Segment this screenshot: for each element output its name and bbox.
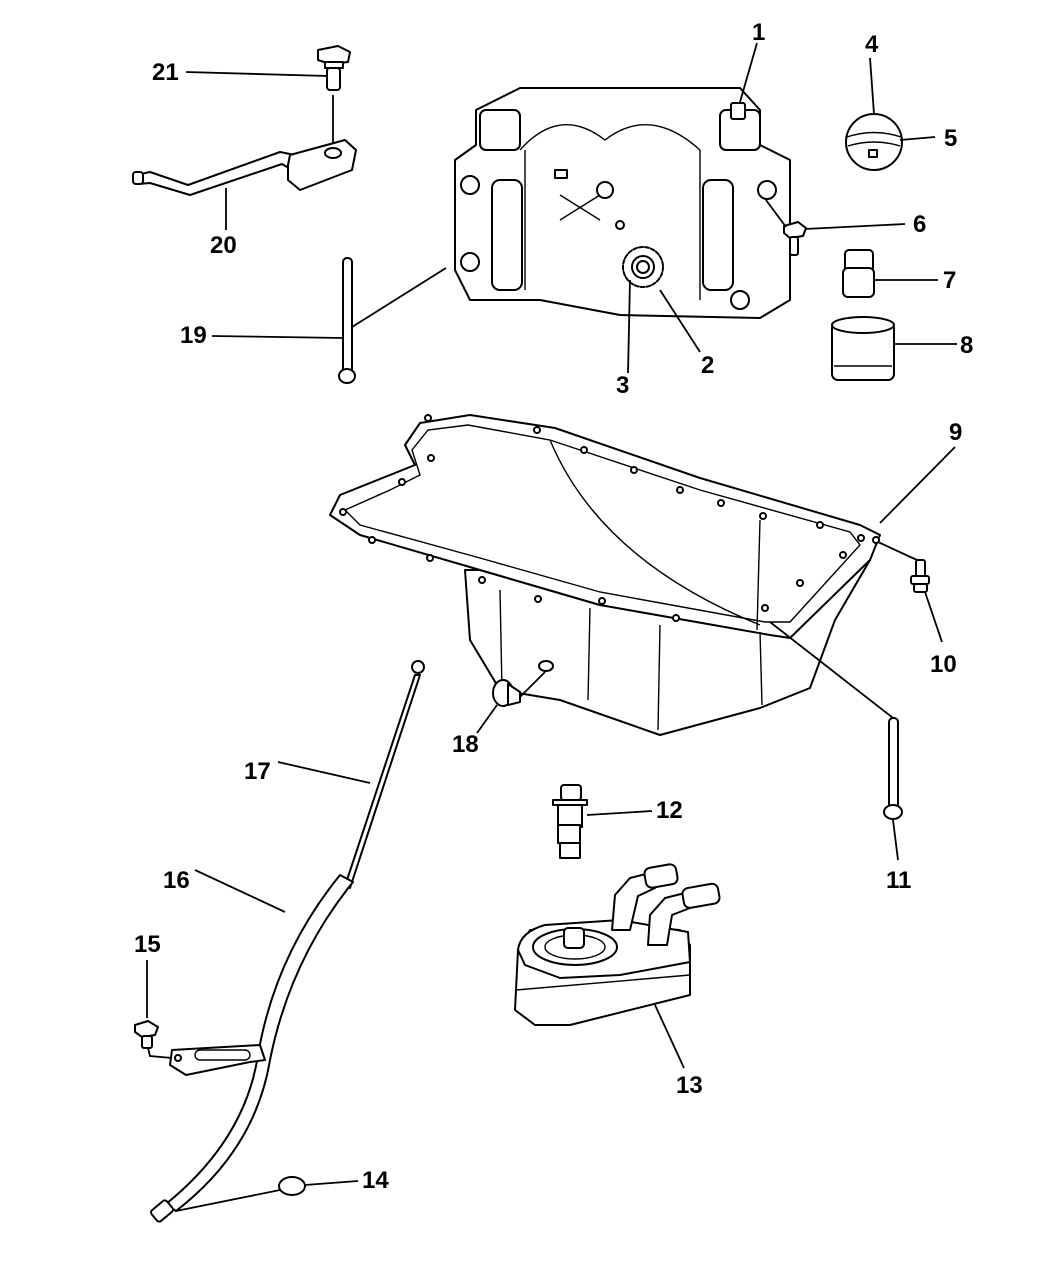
callout-5[interactable]: 5	[944, 125, 957, 152]
callout-16[interactable]: 16	[163, 867, 190, 894]
oil-cooler-connector[interactable]	[552, 784, 588, 859]
callout-15[interactable]: 15	[134, 931, 161, 958]
callout-1[interactable]: 1	[752, 19, 765, 46]
callout-14[interactable]: 14	[362, 1167, 389, 1194]
callout-18[interactable]: 18	[452, 731, 479, 758]
callout-10[interactable]: 10	[930, 651, 957, 678]
oil-pump-sprocket[interactable]	[622, 246, 664, 288]
oil-cooler[interactable]	[514, 863, 721, 1026]
callout-3[interactable]: 3	[616, 372, 629, 399]
dipstick-tube-o-ring[interactable]	[278, 1176, 306, 1196]
balance-shaft-module-bolt[interactable]	[730, 102, 746, 120]
oil-filter[interactable]	[831, 316, 895, 381]
balance-shaft-oil-pump-module[interactable]	[454, 87, 791, 319]
callout-11[interactable]: 11	[886, 867, 911, 894]
callout-17[interactable]: 17	[244, 758, 271, 785]
module-long-bolt[interactable]	[338, 257, 356, 384]
callout-9[interactable]: 9	[949, 419, 962, 446]
callout-2[interactable]: 2	[701, 352, 714, 379]
oil-pan-long-bolt[interactable]	[883, 717, 903, 820]
oil-pan[interactable]	[329, 414, 881, 736]
callout-6[interactable]: 6	[913, 211, 926, 238]
pickup-tube-bolt[interactable]	[317, 45, 351, 91]
callout-20[interactable]: 20	[210, 232, 237, 259]
oil-dipstick[interactable]	[344, 660, 425, 889]
callout-8[interactable]: 8	[960, 332, 973, 359]
callout-19[interactable]: 19	[180, 322, 207, 349]
dipstick-tube-bolt[interactable]	[134, 1020, 159, 1049]
oil-pan-bolt[interactable]	[910, 559, 930, 593]
callout-21[interactable]: 21	[152, 59, 179, 86]
oil-pump-pickup-tube[interactable]	[132, 139, 357, 196]
callout-12[interactable]: 12	[656, 797, 683, 824]
callout-7[interactable]: 7	[943, 267, 956, 294]
oil-filler-cap[interactable]	[845, 113, 903, 171]
dipstick-tube-bracket	[169, 1044, 266, 1076]
oil-pan-drain-plug[interactable]	[492, 679, 521, 707]
callout-13[interactable]: 13	[676, 1072, 703, 1099]
callout-4[interactable]: 4	[865, 31, 879, 58]
oil-filter-adapter-fitting[interactable]	[842, 249, 875, 298]
bolt[interactable]	[783, 221, 807, 256]
